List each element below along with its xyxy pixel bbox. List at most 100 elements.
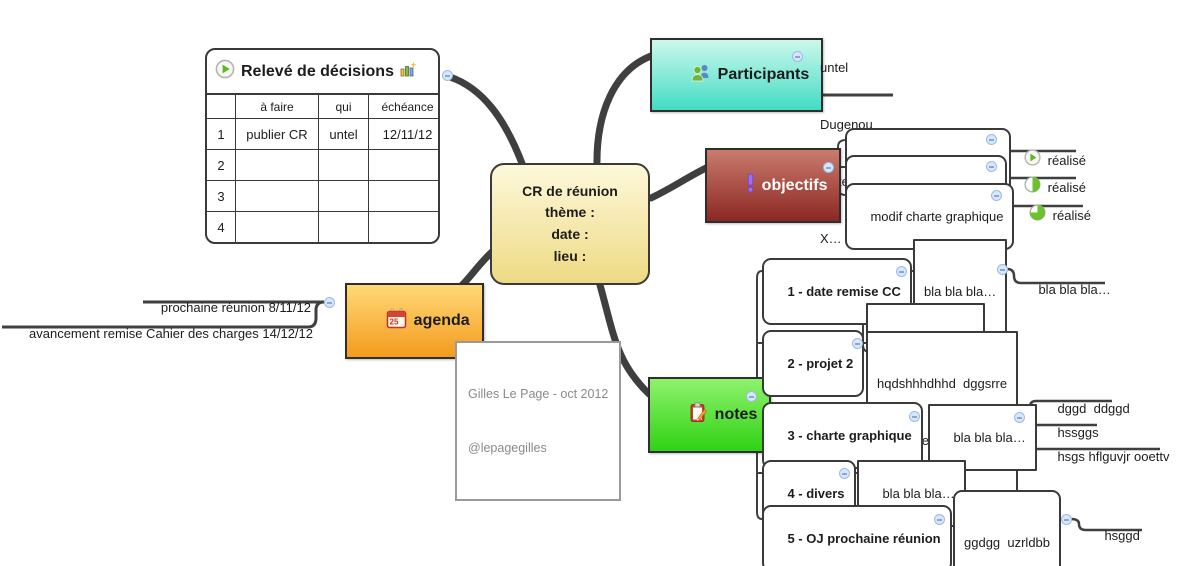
note-title: 3 - charte graphique [787, 428, 912, 443]
table-row[interactable]: 2 [207, 149, 438, 181]
cell-afaire: publier CR [235, 118, 319, 150]
note-title: 4 - divers [787, 486, 845, 501]
cell-qui [318, 180, 369, 212]
branch-curve-participants [593, 52, 655, 170]
cell-echeance: 12/11/12 [368, 118, 438, 150]
collapse-toggle[interactable] [909, 411, 920, 422]
participant-name: untel [820, 60, 849, 75]
note-title: 5 - OJ prochaine réunion [787, 531, 941, 546]
cell-num: 3 [207, 180, 236, 212]
credit-line: @lepagegilles [468, 441, 547, 455]
collapse-toggle[interactable] [839, 468, 850, 479]
note-5-sub[interactable]: hsggd [1090, 507, 1140, 564]
calendar-icon: 25 [359, 290, 407, 352]
connector-agenda [2, 300, 325, 329]
cell-echeance [368, 211, 438, 242]
play-icon [215, 59, 235, 84]
collapse-toggle[interactable] [991, 190, 1002, 201]
agenda-item-label: avancement remise Cahier des charges 14/… [29, 326, 313, 341]
branch-curve-decisions [446, 73, 527, 170]
table-row[interactable]: 4 [207, 211, 438, 242]
status-realise-1[interactable]: réalisé [1002, 130, 1086, 190]
branch-label: notes [714, 406, 758, 423]
collapse-toggle[interactable] [986, 161, 997, 172]
branch-label: Participants [717, 66, 810, 83]
objectif-item[interactable]: modif charte graphique [845, 183, 1015, 250]
status-label: réalisé [1052, 207, 1091, 223]
central-line: thème : [545, 204, 595, 221]
note-5-detail[interactable]: ggdgg uzrldbb hjqsdfkyyh hqsjdjfhhf [953, 490, 1062, 566]
task-half-icon [1002, 157, 1041, 217]
header-cell: échéance [368, 95, 438, 119]
collapse-toggle-notes[interactable] [746, 391, 757, 402]
cell-num: 2 [207, 149, 236, 181]
note-3-sub-2[interactable]: hssggs [1043, 404, 1099, 461]
agenda-item-1[interactable]: prochaine réunion 8/11/12 [146, 279, 311, 336]
credit-line: Gilles Le Page - oct 2012 [468, 387, 609, 401]
note-topic-5[interactable]: 5 - OJ prochaine réunion [762, 505, 952, 566]
note-sub-label: hsggd [1104, 528, 1140, 543]
cell-qui: untel [318, 118, 369, 150]
note-sub-label: hsgs hflguvjr ooettv [1057, 449, 1170, 464]
objectif-text: modif charte graphique [870, 209, 1004, 224]
note-line: hqdshhhdhhd dggsrre [877, 376, 1008, 391]
table-header-row: à faire qui échéance [207, 95, 438, 119]
collapse-toggle[interactable] [1014, 412, 1025, 423]
note-3-sub-1[interactable]: dggd ddggd [1043, 380, 1130, 437]
collapse-toggle-agenda[interactable] [324, 297, 335, 308]
note-line: ggdgg uzrldbb [964, 535, 1051, 550]
note-sub-label: dggd ddggd [1057, 401, 1130, 416]
cell-echeance [368, 149, 438, 181]
status-realise-3[interactable]: réalisé [1007, 185, 1091, 245]
collapse-toggle[interactable] [852, 338, 863, 349]
cell-num: 1 [207, 118, 236, 150]
note-topic-3[interactable]: 3 - charte graphique [762, 402, 923, 469]
people-icon [664, 45, 711, 105]
agenda-item-2[interactable]: avancement remise Cahier des charges 14/… [15, 305, 313, 362]
branch-objectifs[interactable]: objectifs [705, 148, 842, 223]
collapse-toggle[interactable] [986, 134, 997, 145]
note-line: bla bla bla… [953, 430, 1026, 445]
task-done-icon [1002, 130, 1041, 190]
cell-echeance [368, 180, 438, 212]
note-topic-2[interactable]: 2 - projet 2 [762, 330, 865, 397]
branch-notes[interactable]: notes [648, 377, 772, 453]
table-row[interactable]: 3 [207, 180, 438, 212]
note-line: bla bla bla… [882, 486, 955, 501]
decisions-title: Relevé de décisions [241, 62, 394, 80]
collapse-toggle-objectifs[interactable] [823, 162, 834, 173]
note-title: 2 - projet 2 [787, 356, 854, 371]
cell-num: 4 [207, 211, 236, 242]
note-1-sub[interactable]: bla bla bla… [1024, 261, 1110, 318]
status-label: réalisé [1047, 179, 1086, 195]
collapse-toggle[interactable] [1061, 514, 1072, 525]
underline-agenda-item2 [2, 300, 325, 329]
collapse-toggle[interactable] [997, 264, 1008, 275]
exclamation-icon [719, 155, 755, 216]
table-row[interactable]: 1 publier CR untel 12/11/12 [207, 118, 438, 150]
central-topic[interactable]: CR de réunion thème : date : lieu : [490, 163, 650, 285]
collapse-toggle-participants[interactable] [792, 51, 803, 62]
calendar-day-number: 25 [389, 318, 398, 327]
collapse-toggle[interactable] [896, 266, 907, 277]
status-label: réalisé [1047, 152, 1086, 168]
branch-label: agenda [413, 312, 470, 329]
branch-label: objectifs [761, 176, 828, 194]
chart-icon [400, 61, 417, 83]
decisions-table: à faire qui échéance 1 publier CR untel … [207, 95, 438, 242]
header-cell: à faire [235, 95, 319, 119]
note-title: 1 - date remise CC [787, 284, 901, 299]
cell-afaire [235, 180, 319, 212]
branch-participants[interactable]: Participants [650, 38, 824, 112]
note-3-sub-3[interactable]: hsgs hflguvjr ooettv [1043, 428, 1169, 485]
note-line: bla bla bla… [924, 284, 997, 299]
collapse-toggle[interactable] [934, 514, 945, 525]
central-line: lieu : [553, 247, 587, 264]
collapse-toggle-decisions[interactable] [442, 70, 453, 81]
decisions-node[interactable]: Relevé de décisions à faire qui échéance… [205, 48, 440, 244]
note-sub-label: hssggs [1057, 425, 1099, 440]
status-realise-2[interactable]: réalisé [1002, 157, 1086, 217]
agenda-item-label: prochaine réunion 8/11/12 [160, 300, 311, 315]
decisions-title-row: Relevé de décisions [207, 50, 438, 95]
